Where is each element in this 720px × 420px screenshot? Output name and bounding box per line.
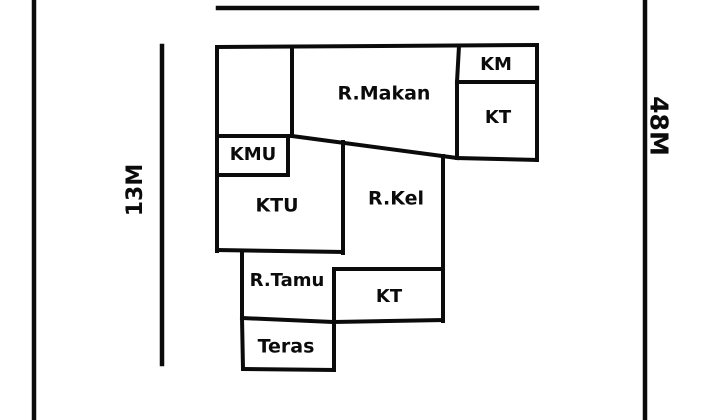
room-label-r-makan: R.Makan xyxy=(337,82,431,105)
wall-outer-top xyxy=(214,42,540,50)
wall-ktbottom-bottom xyxy=(331,317,446,325)
dimension-label-48m: 48M xyxy=(644,96,674,156)
wall-rmakan-slant xyxy=(289,133,460,161)
room-label-teras: Teras xyxy=(257,335,315,358)
wall-kttop-bottom xyxy=(454,155,540,163)
dimension-lines xyxy=(31,0,648,420)
room-label-ktu: KTU xyxy=(255,194,299,217)
room-label-r-kel: R.Kel xyxy=(368,187,424,210)
dimension-label-13m: 13M xyxy=(123,163,148,217)
room-label-km: KM xyxy=(480,54,512,75)
wall-ktu-bottom xyxy=(214,247,346,255)
wall-teras-left xyxy=(239,315,246,372)
walls xyxy=(214,42,540,373)
room-label-r-tamu: R.Tamu xyxy=(249,270,325,291)
wall-teras-top xyxy=(239,315,337,325)
room-label-kt-top: KT xyxy=(484,107,512,128)
wall-teras-bottom xyxy=(240,366,337,373)
wall-km-left xyxy=(454,43,462,85)
room-label-kt-bottom: KT xyxy=(375,286,403,307)
room-label-kmu: KMU xyxy=(229,144,277,165)
